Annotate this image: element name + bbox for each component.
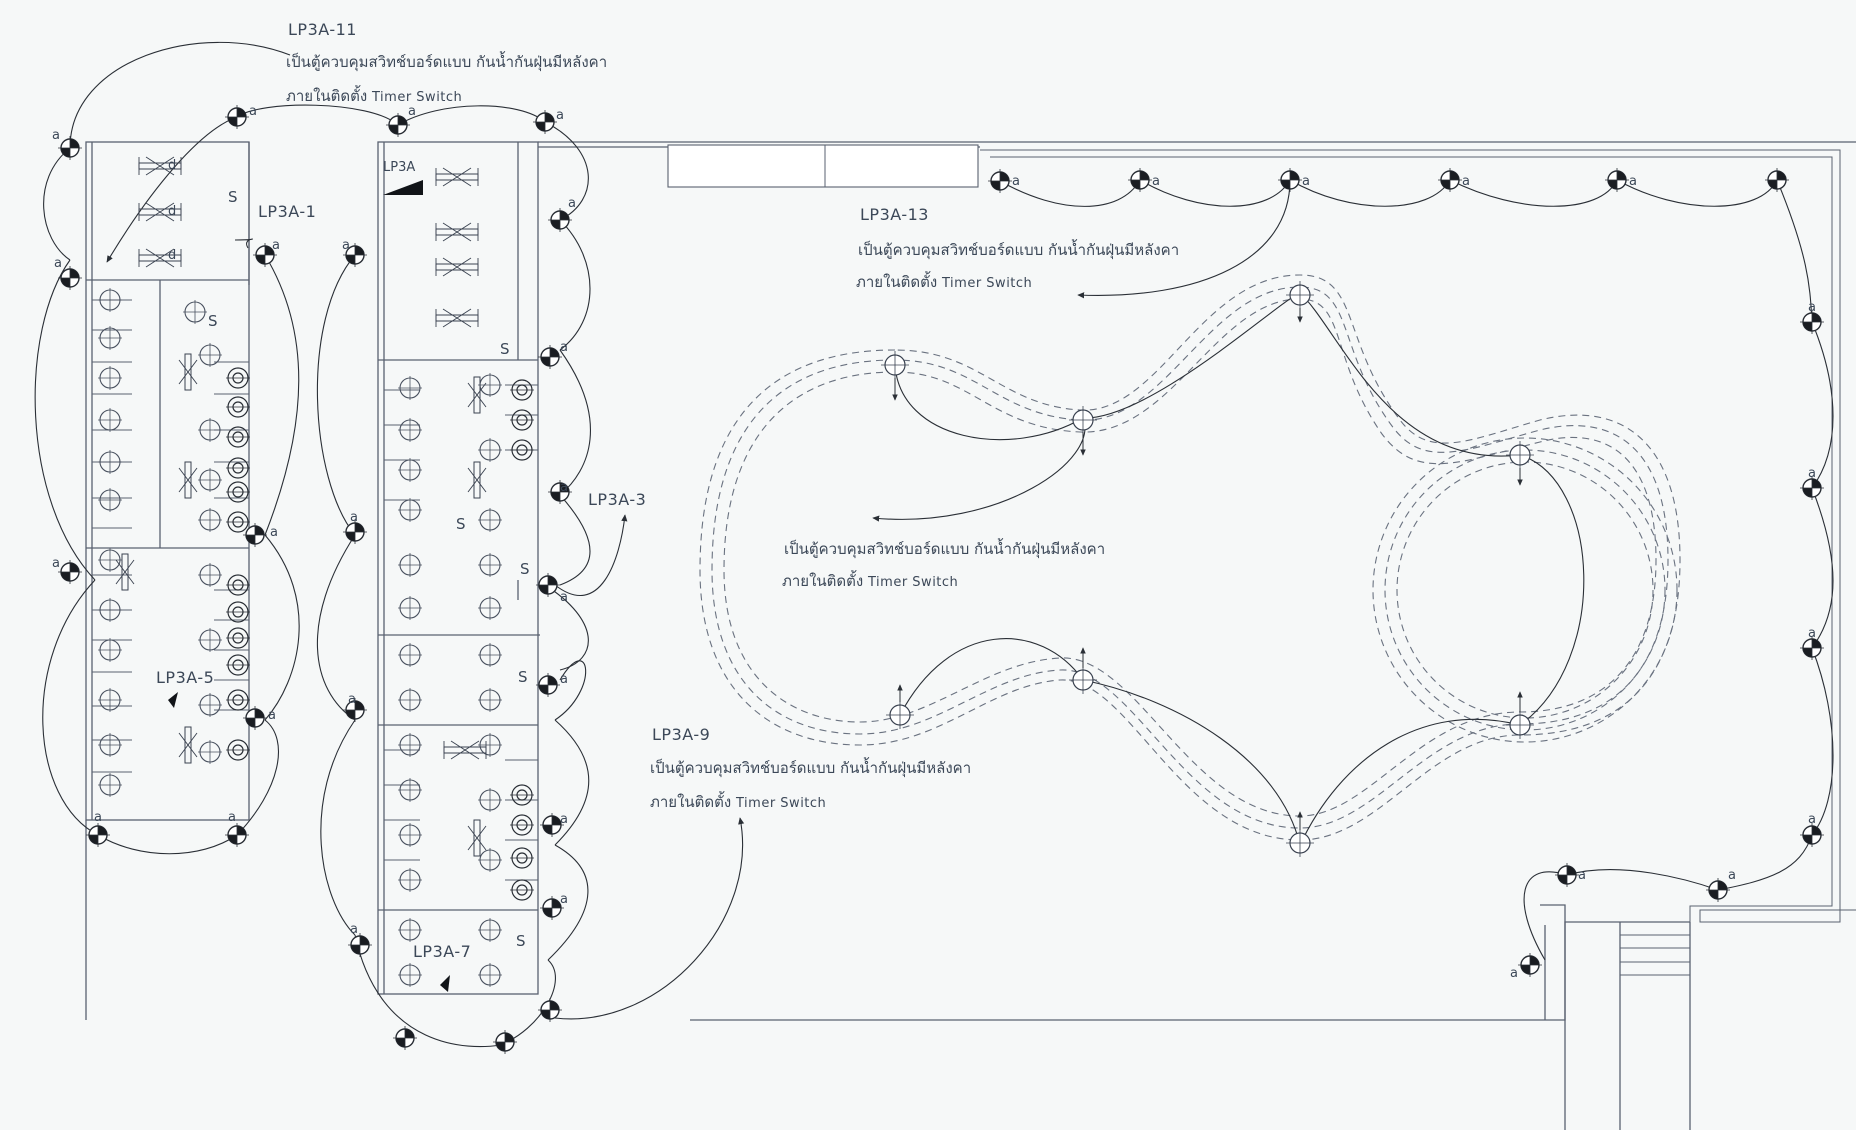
circuit-desc-lp3a-13: เป็นตู้ควบคุมสวิทช์บอร์ดแบบ กันน้ำกันฝุ่… [858,241,1180,259]
fixture-tag: a [1302,174,1310,189]
fixture-tag: a [1578,868,1586,883]
fixture-tag: a [54,256,62,271]
panel-symbol [383,180,423,195]
circuit-desc2-lp3a-13: ภายในติดตั้ง Timer Switch [856,273,1033,291]
fixture-tag: a [560,480,568,495]
pool-fixture-direction-arrows [892,308,1523,830]
fixture-tag: a [1808,300,1816,315]
fixture-tag: a [1152,174,1160,189]
building-walls [85,141,1856,1130]
circuit-desc-pool: เป็นตู้ควบคุมสวิทช์บอร์ดแบบ กันน้ำกันฝุ่… [784,540,1106,558]
circuit-desc2-pool: ภายในติดตั้ง Timer Switch [782,572,959,590]
fixture-tag: a [568,196,576,211]
circuit-desc2-lp3a-9: ภายในติดตั้ง Timer Switch [650,793,827,811]
fixture-tag: a [560,672,568,687]
switch-tag: S [208,312,218,330]
fixture-tag: a [348,692,356,707]
circuit-wiring [34,41,1834,1048]
circuit-code-lp3a-11: LP3A-11 [288,20,357,39]
circuit-code-lp3a-13: LP3A-13 [860,205,929,224]
fixture-tag: a [268,708,276,723]
fixture-tag: a [52,128,60,143]
panel-tag: LP3A [383,160,416,175]
fixtures-interior [97,287,535,988]
fixture-tag: a [52,556,60,571]
fixture-tag: a [272,238,280,253]
switch-tag: S [500,340,510,358]
fixture-tag: a [350,922,358,937]
pool-light-fixtures [880,280,1535,858]
fixture-tag: a [1808,626,1816,641]
fixture-tag: a [560,892,568,907]
fixture-tag: a [1462,174,1470,189]
fixture-tag-d: d [168,248,177,263]
fixture-tag: a [1629,174,1637,189]
circuit-label-lp3a-1: LP3A-1 [258,202,317,221]
circuit-label-lp3a-3: LP3A-3 [588,490,647,509]
fixture-tag: a [350,510,358,525]
circuit-code-lp3a-9: LP3A-9 [652,725,711,744]
fixture-tag: a [94,810,102,825]
arrow-marks [168,692,450,992]
fixture-tag: a [560,340,568,355]
fixture-tag: a [560,590,568,605]
fixture-tag: a [270,525,278,540]
circuit-label-lp3a-7: LP3A-7 [413,942,472,961]
switch-tag: S [228,188,238,206]
switch-tag: S [520,560,530,578]
fixture-tag: a [1012,174,1020,189]
fixture-tag: a [1510,966,1518,981]
fixture-tag: a [228,810,236,825]
switch-tag: S [516,932,526,950]
fixture-tag: a [556,108,564,123]
fixture-tag: a [342,238,350,253]
fixture-tag: a [1808,466,1816,481]
fixture-tag-d: d [168,204,177,219]
circuit-desc-lp3a-11: เป็นตู้ควบคุมสวิทช์บอร์ดแบบ กันน้ำกันฝุ่… [286,53,608,71]
fixture-tag: a [560,812,568,827]
switch-tag: S [518,668,528,686]
circuit-desc2-lp3a-11: ภายในติดตั้ง Timer Switch [286,87,463,105]
circuit-label-lp3a-5: LP3A-5 [156,668,215,687]
fixture-tag: a [1808,812,1816,827]
circuit-desc-lp3a-9: เป็นตู้ควบคุมสวิทช์บอร์ดแบบ กันน้ำกันฝุ่… [650,759,972,777]
fixture-tag-d: d [168,158,177,173]
fixture-tag: a [1728,868,1736,883]
fixture-tag: a [249,104,257,119]
switch-tag: S [456,515,466,533]
fixture-tag: a [408,104,416,119]
